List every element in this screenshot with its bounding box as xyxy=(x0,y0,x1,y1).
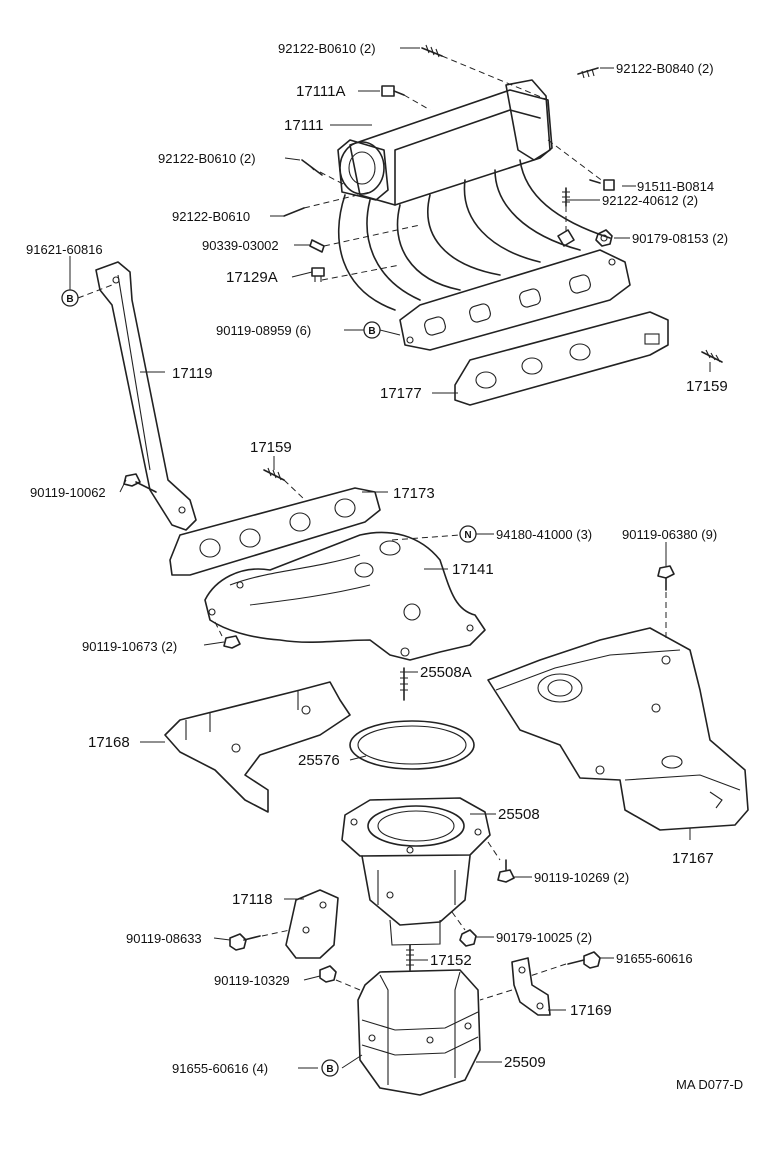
label-91655-60616: 91655-60616 xyxy=(616,951,693,966)
label-25508a: 25508A xyxy=(420,664,472,681)
stud-92122-40612 xyxy=(562,187,570,207)
bracket-17118 xyxy=(285,889,339,959)
catalytic-converter-25508 xyxy=(341,797,491,946)
bolt-90119-10673 xyxy=(223,635,241,649)
stud-92122-b0610-top xyxy=(421,44,443,58)
figure-code: MA D077-D xyxy=(676,1077,743,1092)
bolt-90119-08633 xyxy=(229,933,261,951)
heat-insulator-25509 xyxy=(357,969,481,1096)
intake-manifold-17111 xyxy=(337,79,631,351)
label-90119-10062: 90119-10062 xyxy=(30,485,106,500)
bolt-90119-10329 xyxy=(319,965,337,983)
label-92122-b0610-2-top: 92122-B0610 (2) xyxy=(278,41,376,56)
label-92122-b0610-2-left: 92122-B0610 (2) xyxy=(158,151,256,166)
manifold-stay-17119 xyxy=(95,261,197,531)
label-94180-41000-3: 94180-41000 (3) xyxy=(496,527,592,542)
marker-b-insulator: B xyxy=(321,1059,339,1077)
nut-90179-10025 xyxy=(459,929,477,947)
stud-25508a xyxy=(400,667,408,701)
label-92122-40612-2: 92122-40612 (2) xyxy=(602,193,698,208)
stud-17159-right xyxy=(701,349,723,363)
label-90179-08153-2: 90179-08153 (2) xyxy=(632,231,728,246)
label-17167: 17167 xyxy=(672,850,714,867)
stud-17152 xyxy=(406,944,414,971)
bolt-90119-10062 xyxy=(123,473,157,493)
label-17159-mid: 17159 xyxy=(250,439,292,456)
label-17119: 17119 xyxy=(172,365,213,382)
marker-b-intake: B xyxy=(363,321,381,339)
label-25508: 25508 xyxy=(498,806,540,823)
label-17159-right: 17159 xyxy=(686,378,728,395)
label-17141: 17141 xyxy=(452,561,494,578)
label-17169: 17169 xyxy=(570,1002,612,1019)
label-17111: 17111 xyxy=(284,117,324,134)
exhaust-gasket-17173 xyxy=(169,487,381,576)
bolt-90119-10269 xyxy=(497,859,515,883)
label-25576: 25576 xyxy=(298,752,340,769)
heat-insulator-17168 xyxy=(164,681,351,813)
stud-92122-b0610-left xyxy=(301,159,323,176)
bolt-91511-b0814 xyxy=(589,179,615,191)
bracket-17169 xyxy=(511,957,551,1016)
label-90119-10673-2: 90119-10673 (2) xyxy=(82,639,177,654)
svg-text:N: N xyxy=(464,530,471,541)
label-17168: 17168 xyxy=(88,734,130,751)
label-90119-10269-2: 90119-10269 (2) xyxy=(534,870,629,885)
label-90119-06380-9: 90119-06380 (9) xyxy=(622,527,717,542)
marker-n-nut: N xyxy=(459,525,477,543)
label-25509: 25509 xyxy=(504,1054,546,1071)
bolt-17111a xyxy=(381,85,405,97)
label-17129a: 17129A xyxy=(226,269,278,286)
label-92122-b0610: 92122-B0610 xyxy=(172,209,250,224)
label-90339-03002: 90339-03002 xyxy=(202,238,279,253)
svg-text:B: B xyxy=(66,294,73,305)
label-17111a: 17111A xyxy=(296,83,346,100)
fitting-90339-03002 xyxy=(309,239,325,253)
heat-insulator-17167 xyxy=(487,627,749,831)
bolt-91655-60616 xyxy=(567,951,601,969)
label-91621-60816: 91621-60816 xyxy=(26,242,103,257)
label-91511-b0814: 91511-B0814 xyxy=(637,179,714,194)
label-17177: 17177 xyxy=(380,385,422,402)
gasket-ring-25576 xyxy=(349,720,475,770)
label-90119-10329: 90119-10329 xyxy=(214,973,290,988)
label-90119-08633: 90119-08633 xyxy=(126,931,202,946)
label-90179-10025-2: 90179-10025 (2) xyxy=(496,930,592,945)
bolt-90119-06380 xyxy=(657,565,675,591)
stud-17159-mid xyxy=(263,467,285,481)
exhaust-manifold-17141 xyxy=(204,531,486,661)
label-91655-60616-4: 91655-60616 (4) xyxy=(172,1061,268,1076)
label-92122-b0840-2: 92122-B0840 (2) xyxy=(616,61,714,76)
nut-90179-08153 xyxy=(595,229,613,247)
stud-92122-b0840 xyxy=(577,67,599,79)
svg-text:B: B xyxy=(368,326,375,337)
leader-lines xyxy=(69,47,711,1069)
label-90119-08959-6: 90119-08959 (6) xyxy=(216,323,311,338)
intake-gasket-17177 xyxy=(454,311,669,406)
stud-92122-b0610 xyxy=(283,207,305,217)
label-17152: 17152 xyxy=(430,952,472,969)
spacer-near-90179 xyxy=(557,229,575,247)
svg-text:B: B xyxy=(326,1064,333,1075)
label-17173: 17173 xyxy=(393,485,435,502)
label-17118: 17118 xyxy=(232,891,273,908)
marker-b-stay: B xyxy=(61,289,79,307)
